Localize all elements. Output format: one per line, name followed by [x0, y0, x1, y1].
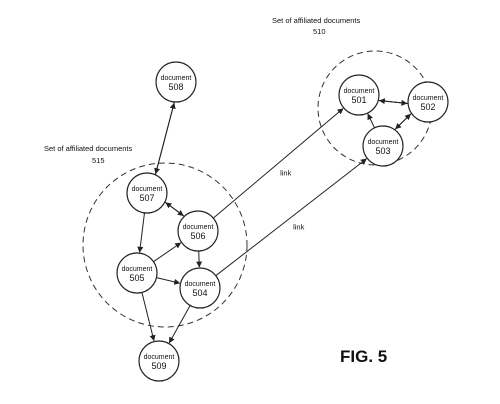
document-node-label: document	[413, 95, 444, 102]
group-510-title: Set of affiliated documents	[272, 16, 360, 25]
document-node-label: document	[344, 88, 375, 95]
document-node-circle	[155, 61, 197, 103]
document-node-number: 501	[351, 95, 366, 105]
document-node-number: 505	[129, 273, 144, 283]
document-node-number: 503	[375, 146, 390, 156]
document-node-number: 509	[151, 361, 166, 371]
document-node-number: 506	[190, 231, 205, 241]
link-label-506-501: link	[280, 168, 292, 177]
document-node-label: document	[161, 75, 192, 82]
document-node-circle	[126, 172, 168, 214]
edge-507-to-508	[154, 102, 176, 175]
edge-502-to-501	[378, 98, 408, 105]
group-515-boundary	[82, 162, 248, 328]
document-node-label: document	[183, 224, 214, 231]
edge-503-to-502	[394, 113, 411, 130]
document-node-label: document	[144, 354, 175, 361]
edge-503-to-501	[367, 113, 375, 129]
document-node-circle	[179, 267, 221, 309]
edge-506-to-501	[212, 108, 344, 219]
figure-caption: FIG. 5	[340, 347, 387, 366]
document-node-number: 504	[192, 288, 207, 298]
link-label-504-503: link	[293, 222, 305, 231]
edge-505-to-509	[141, 292, 156, 342]
edge-505-to-506	[153, 242, 182, 263]
edge-505-to-504	[156, 277, 181, 285]
document-node-circle	[177, 210, 219, 252]
group-510-number: 510	[313, 27, 326, 36]
document-node-circle	[362, 125, 404, 167]
document-node-number: 507	[139, 193, 154, 203]
document-node-number: 508	[168, 82, 183, 92]
group-515-number: 515	[92, 156, 105, 165]
document-node-label: document	[185, 281, 216, 288]
document-node-circle	[338, 74, 380, 116]
edge-504-to-509	[168, 305, 191, 344]
document-node-number: 502	[420, 102, 435, 112]
group-515-title: Set of affiliated documents	[44, 144, 132, 153]
document-node-circle	[407, 81, 449, 123]
edges-layer: link link	[137, 98, 412, 344]
edge-506-to-507	[165, 202, 185, 217]
document-node-circle	[138, 340, 180, 382]
document-node-label: document	[368, 139, 399, 146]
document-node-label: document	[132, 186, 163, 193]
document-node-circle	[116, 252, 158, 294]
edge-507-to-505	[137, 212, 145, 253]
document-node-label: document	[122, 266, 153, 273]
edge-506-to-504	[196, 250, 203, 268]
edge-504-to-503	[215, 158, 367, 277]
